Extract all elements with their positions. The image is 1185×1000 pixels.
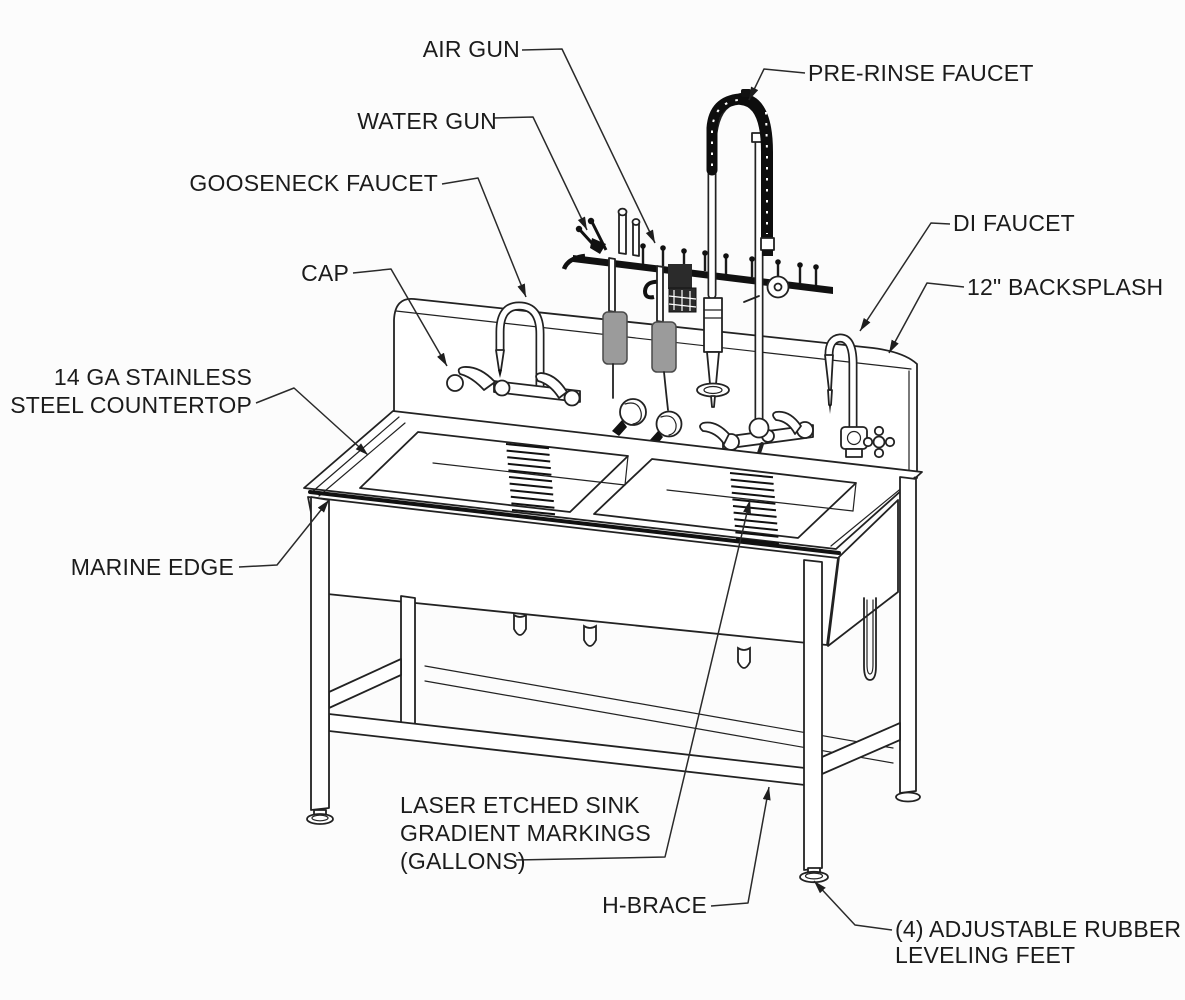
- gradient-marks-left: [505, 443, 556, 516]
- label-pre-rinse-faucet: PRE-RINSE FAUCET: [808, 60, 1034, 86]
- label-countertop-line2: STEEL COUNTERTOP: [10, 392, 252, 418]
- water-gun-holster: [602, 311, 628, 365]
- leader-water-gun: [492, 116, 588, 231]
- leader-marine-edge: [238, 499, 330, 568]
- drain-fittings: [513, 613, 751, 669]
- front-right-foot: [799, 867, 829, 884]
- hose-clip: [642, 279, 663, 300]
- pre-rinse-hook-nub: [741, 89, 751, 97]
- marine-edge-front-band: [308, 490, 841, 555]
- pre-rinse-hose-coil-left: [706, 93, 746, 176]
- front-left-leg: [310, 496, 330, 811]
- pre-rinse-hose-coil-right: [735, 93, 773, 244]
- air-gun-barrel: [618, 213, 627, 255]
- air-gun-holster: [651, 321, 677, 373]
- callout-labels: AIR GUN WATER GUN GOOSENECK FAUCET CAP 1…: [10, 36, 1181, 968]
- water-gun-head: [612, 398, 647, 436]
- label-backsplash: 12" BACKSPLASH: [967, 274, 1163, 300]
- label-h-brace: H-BRACE: [602, 892, 707, 918]
- gradient-marks-right: [729, 472, 780, 545]
- label-laser-etched-line1: LASER ETCHED SINK: [400, 792, 640, 818]
- water-gun-barrel: [632, 223, 640, 257]
- label-gooseneck-faucet: GOOSENECK FAUCET: [189, 170, 438, 196]
- mixing-faucet-body: [699, 410, 814, 464]
- leader-backsplash: [888, 282, 965, 354]
- label-countertop-line1: 14 GA STAINLESS: [54, 364, 252, 390]
- leader-air-gun: [521, 48, 656, 244]
- leader-cap: [352, 268, 448, 367]
- marine-edge-rim-line-1: [311, 416, 400, 493]
- label-cap: CAP: [301, 260, 349, 286]
- label-air-gun: AIR GUN: [423, 36, 520, 62]
- marine-edge-rim-line-2: [318, 422, 406, 497]
- left-basin: [359, 431, 629, 513]
- gooseneck-faucet: [457, 301, 581, 407]
- leader-laser-etched: [515, 499, 751, 861]
- label-water-gun: WATER GUN: [357, 108, 497, 134]
- label-di-faucet: DI FAUCET: [953, 210, 1075, 236]
- di-base: [840, 426, 868, 450]
- back-right-foot: [895, 791, 921, 803]
- label-leveling-feet-line1: (4) ADJUSTABLE RUBBER: [895, 916, 1181, 942]
- cap-plug: [446, 374, 464, 392]
- label-leveling-feet-line2: LEVELING FEET: [895, 942, 1075, 968]
- left-h-brace: [328, 658, 402, 709]
- leader-di-faucet: [859, 222, 951, 332]
- di-faucet: [824, 333, 896, 459]
- right-h-brace: [821, 722, 901, 775]
- overflow-tube: [863, 597, 877, 681]
- di-cross-handle: [862, 425, 896, 459]
- leader-leveling-feet: [813, 880, 893, 931]
- gun-rest-arms: [561, 217, 608, 270]
- pre-rinse-faucet: [696, 89, 814, 464]
- bottle-basket: [668, 264, 697, 313]
- gooseneck-left-handle: [457, 366, 496, 391]
- pre-rinse-spray-head: [696, 297, 730, 408]
- pre-rinse-base-escutcheon: [748, 417, 770, 439]
- front-left-foot: [306, 809, 334, 825]
- leader-h-brace: [710, 786, 771, 907]
- body-right-panel: [827, 499, 899, 647]
- back-left-leg: [400, 595, 416, 729]
- manifold-valves: [640, 243, 819, 285]
- label-laser-etched-line3: (GALLONS): [400, 848, 526, 874]
- right-basin: [593, 458, 857, 539]
- back-right-leg: [899, 476, 917, 794]
- countertop: [303, 410, 923, 555]
- label-marine-edge: MARINE EDGE: [71, 554, 234, 580]
- gooseneck-right-handle: [535, 372, 568, 399]
- leader-countertop: [255, 387, 369, 456]
- air-gun-head: [649, 410, 683, 446]
- countertop-surface: [303, 410, 923, 550]
- leader-pre-rinse-faucet: [748, 68, 806, 101]
- leader-gooseneck-faucet: [441, 177, 527, 298]
- front-right-leg: [803, 559, 823, 871]
- label-laser-etched-line2: GRADIENT MARKINGS: [400, 820, 651, 846]
- front-h-brace: [328, 713, 806, 786]
- leader-lines: [238, 48, 965, 931]
